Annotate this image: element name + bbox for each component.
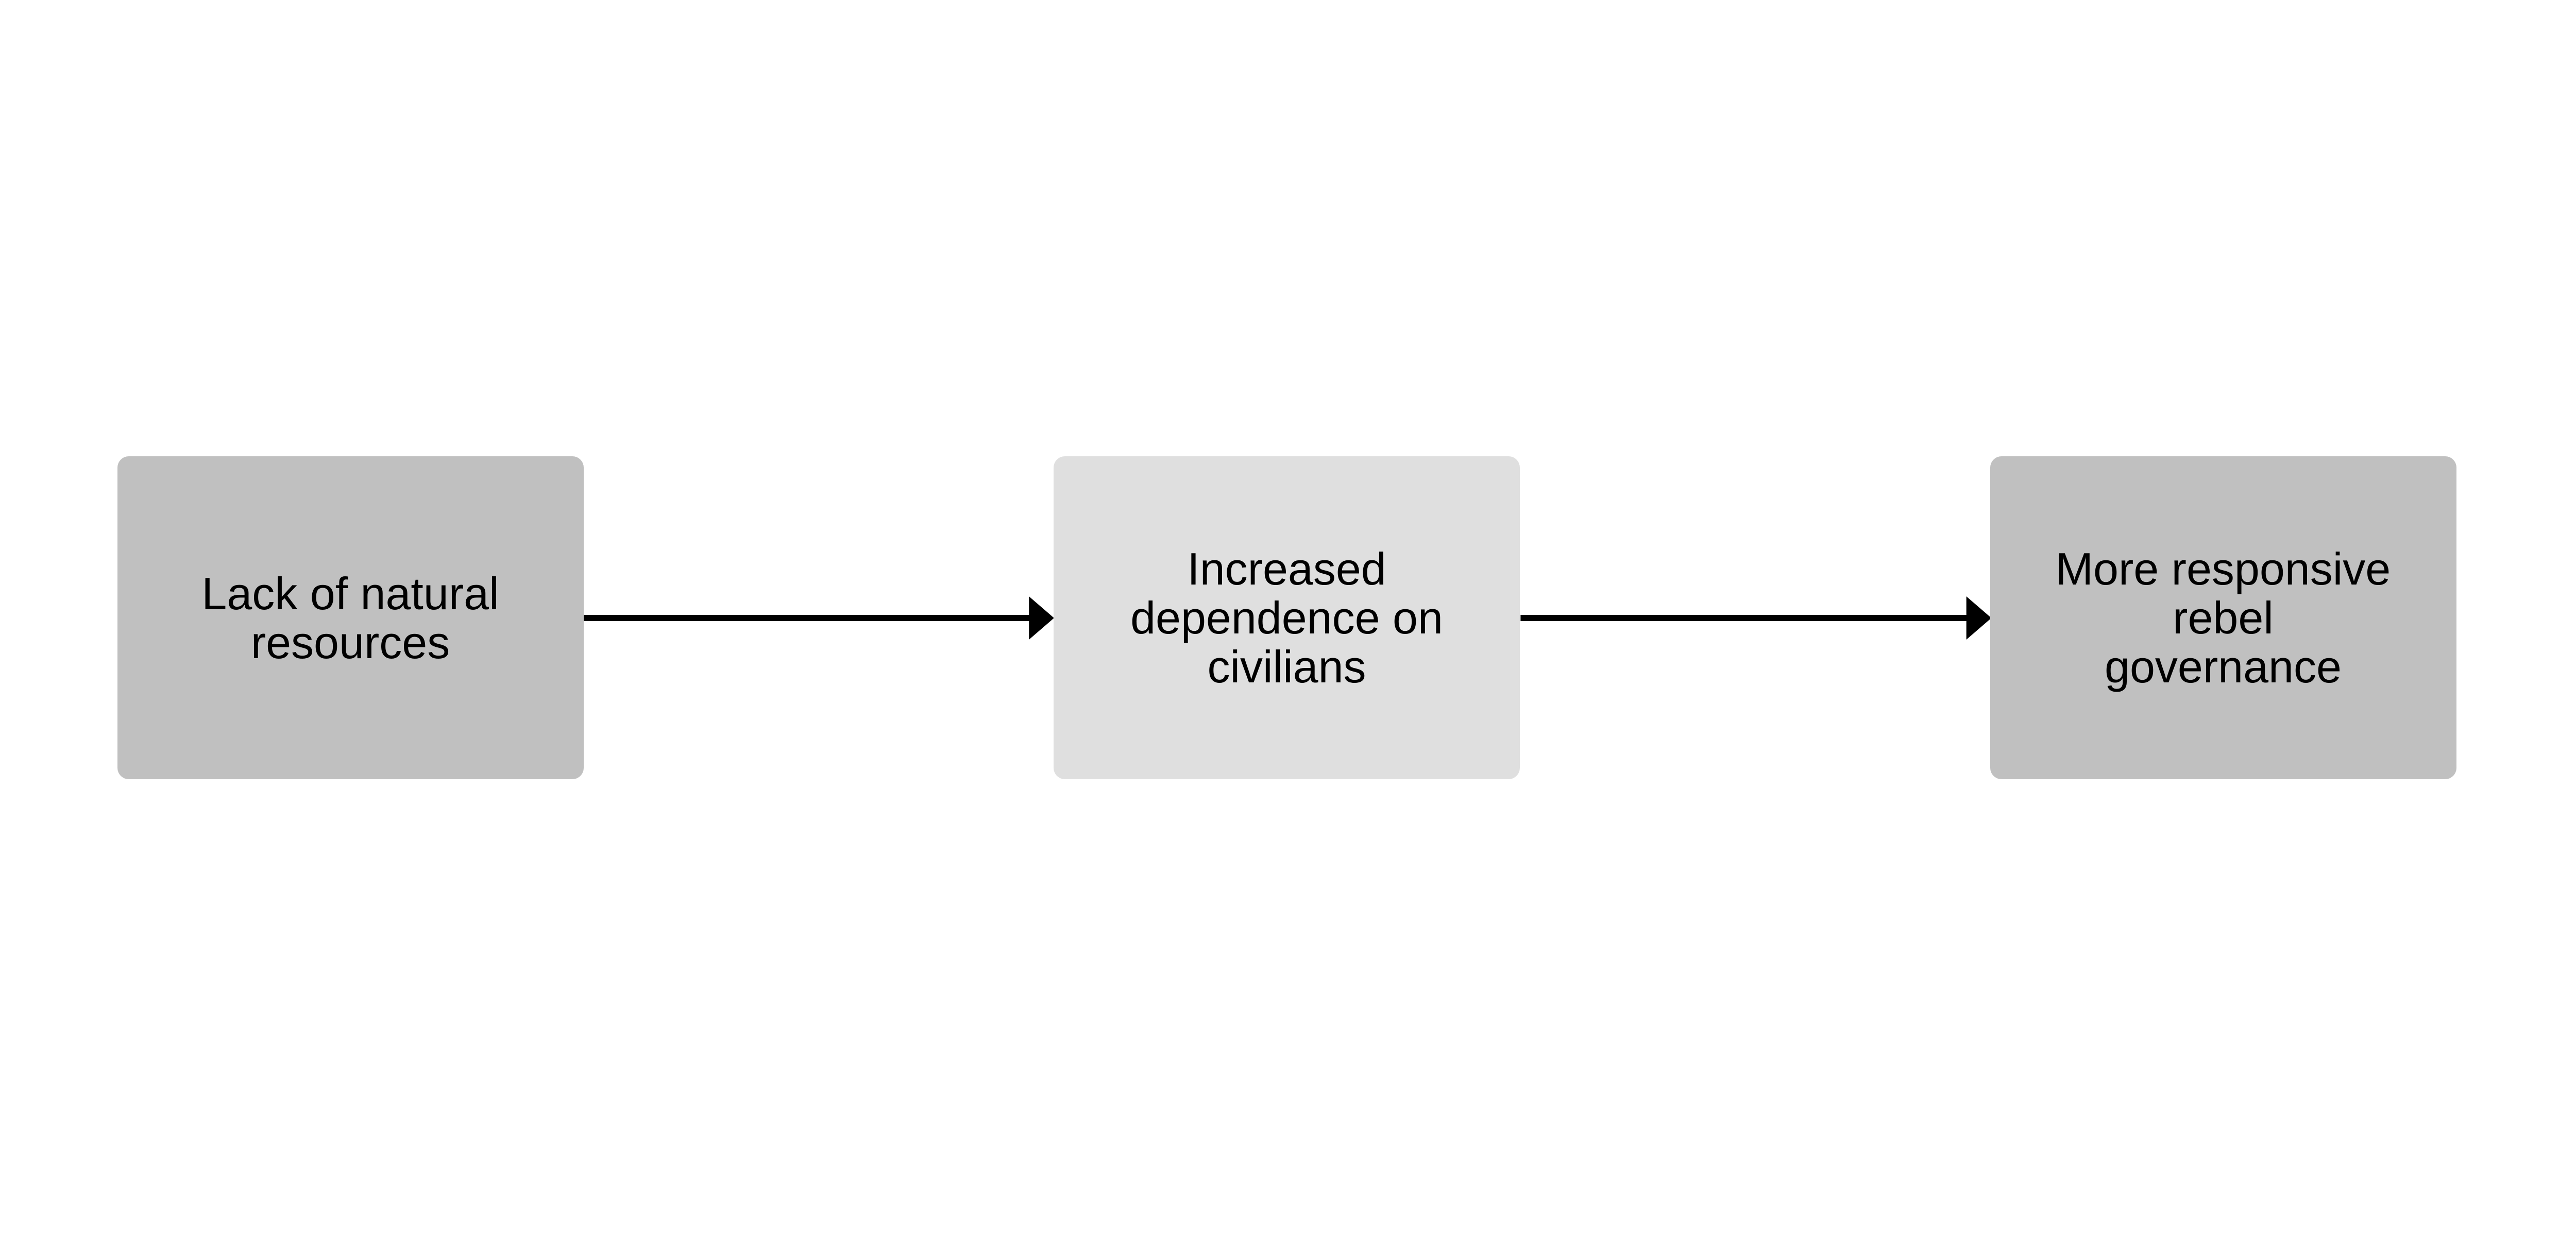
node-label: More responsive rebel governance <box>2055 543 2391 692</box>
arrowhead-icon <box>1029 596 1054 640</box>
arrow-2 <box>1520 596 1992 640</box>
node-increased-dependence: Increased dependence on civilians <box>1054 456 1520 779</box>
arrow-1 <box>583 596 1054 640</box>
node-label: Increased dependence on civilians <box>1130 543 1443 692</box>
arrowhead-icon <box>1966 596 1992 640</box>
node-lack-of-natural-resources: Lack of natural resources <box>117 456 584 779</box>
node-label: Lack of natural resources <box>201 568 499 668</box>
node-responsive-governance: More responsive rebel governance <box>1990 456 2456 779</box>
